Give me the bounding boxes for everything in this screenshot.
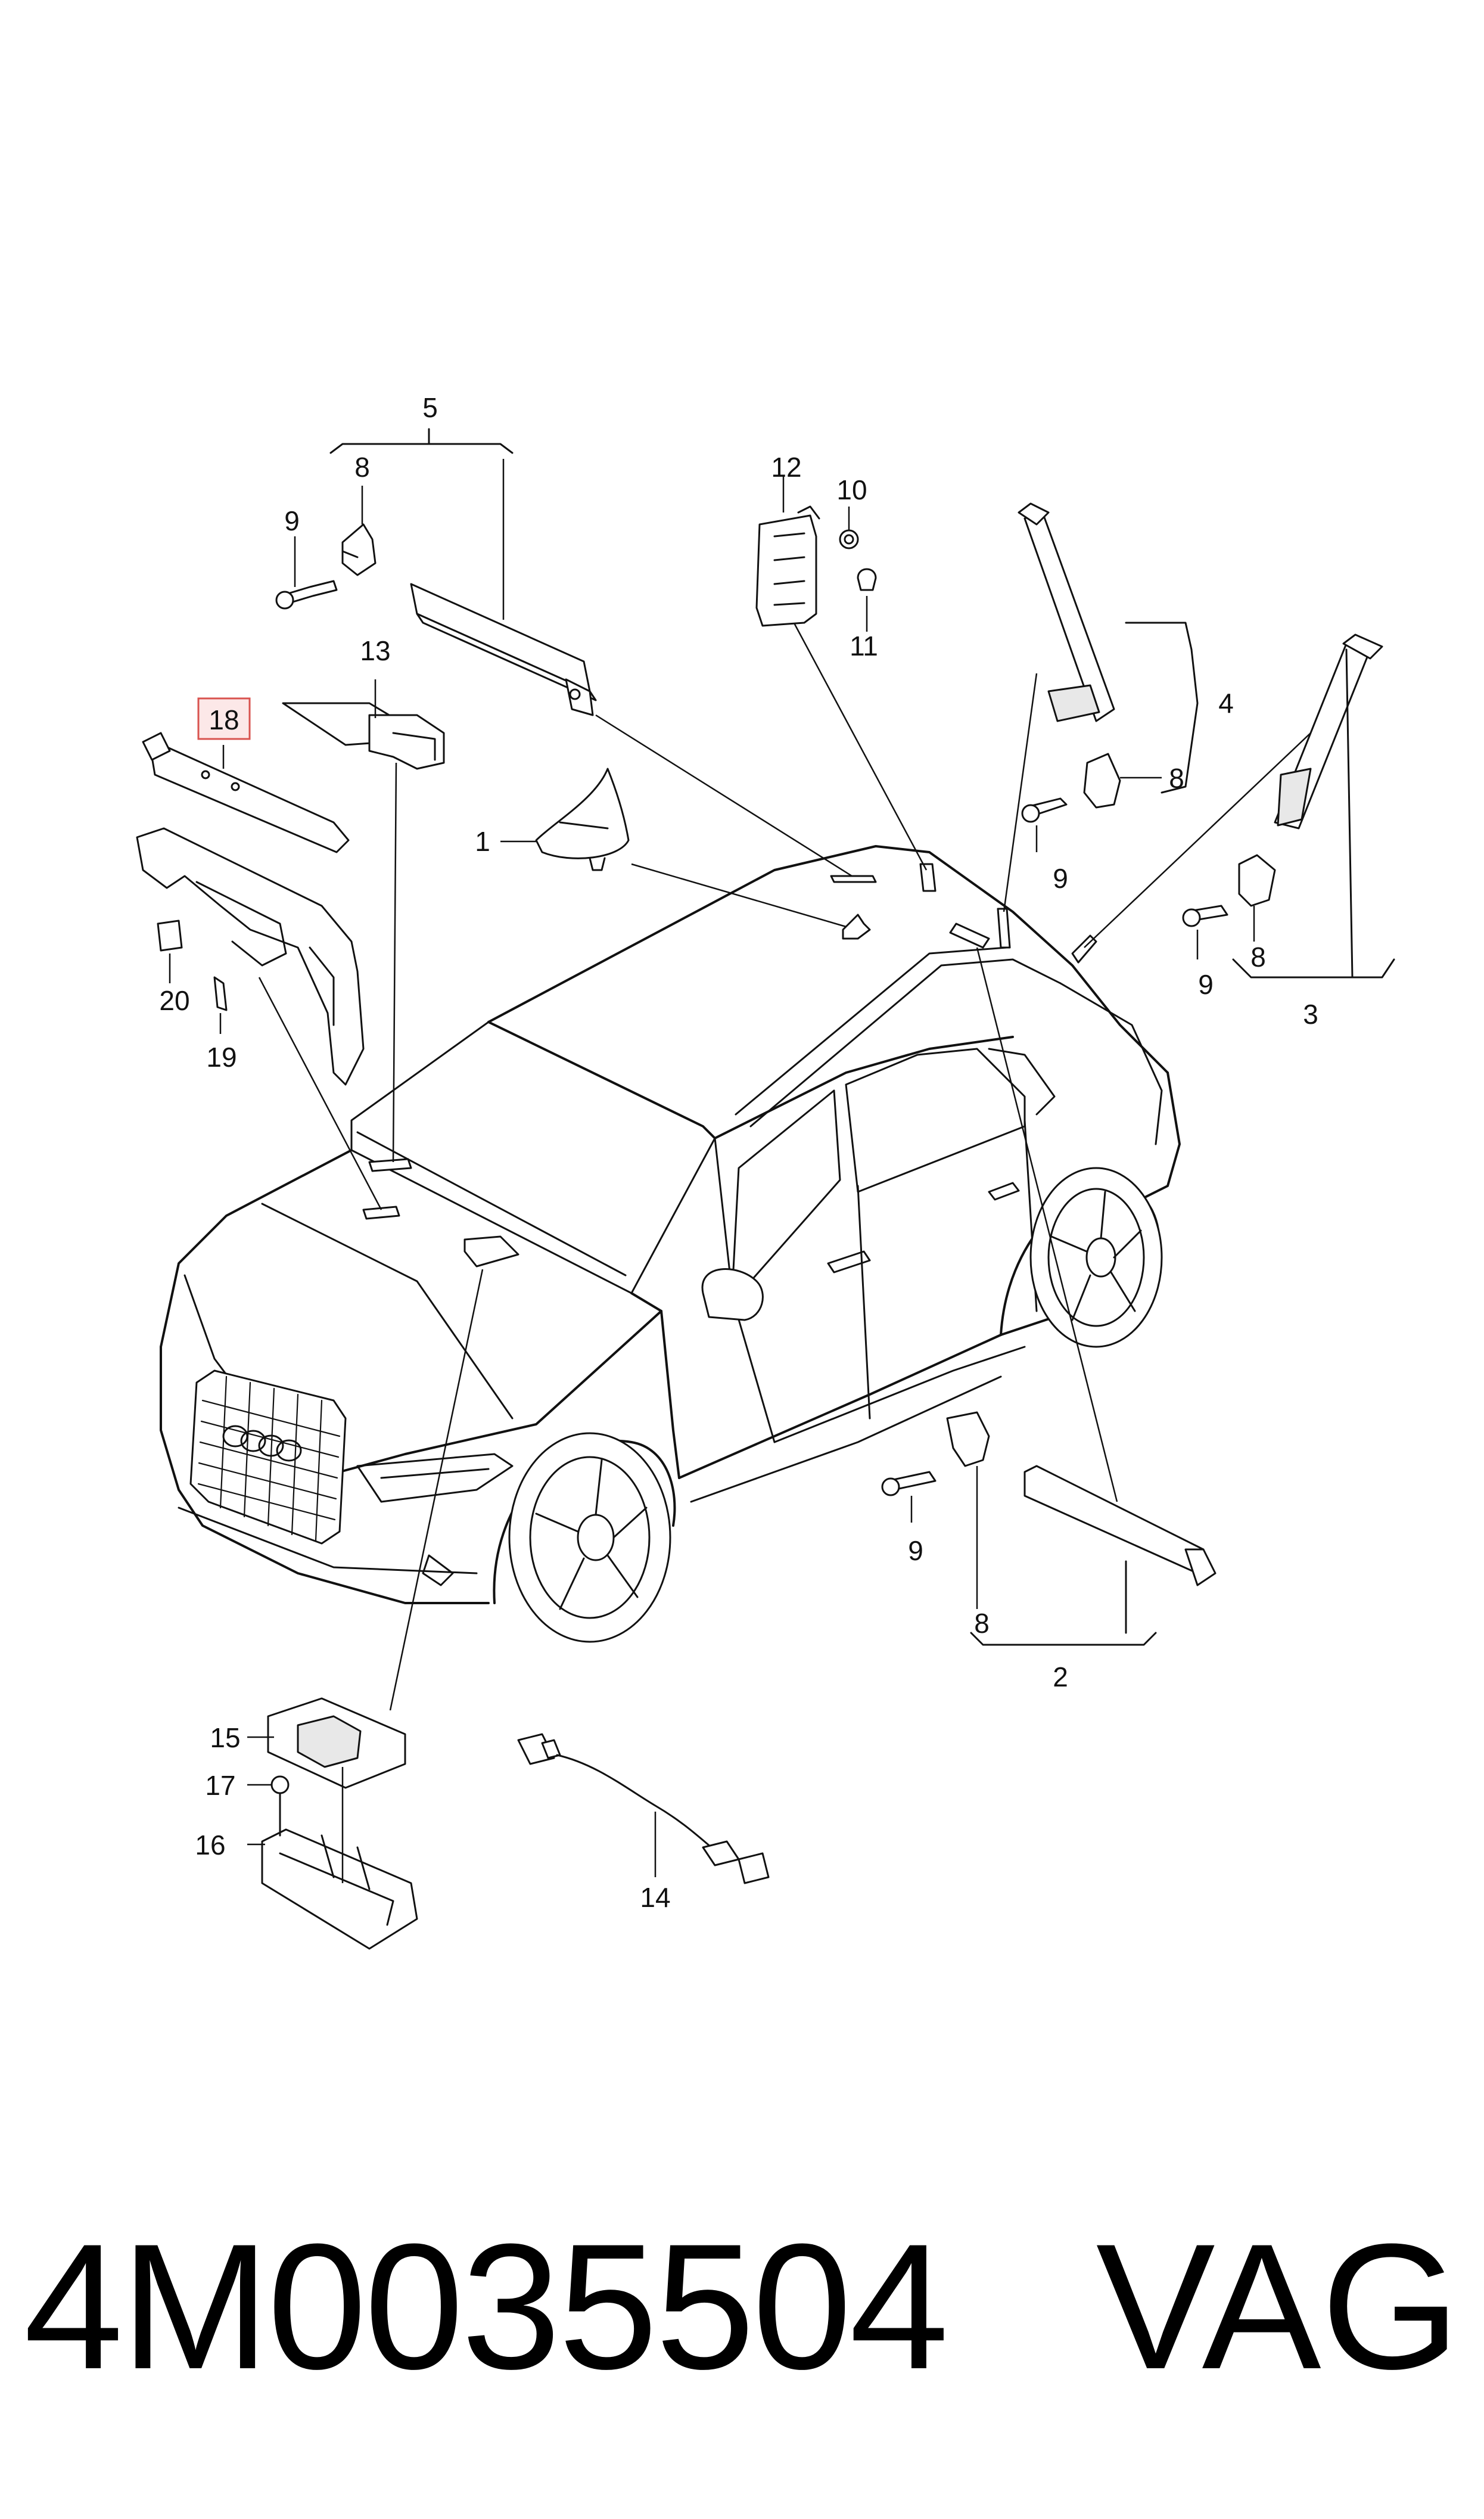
callout-2: 2	[1053, 1661, 1068, 1692]
part-2-antenna	[881, 1411, 1217, 1646]
callout-9-mid: 9	[1053, 863, 1068, 894]
callout-8-right: 8	[1250, 942, 1266, 973]
callout-14: 14	[640, 1882, 670, 1913]
callout-16: 16	[195, 1830, 225, 1860]
callout-5: 5	[422, 392, 438, 423]
callout-18-highlight	[197, 697, 251, 740]
callout-13: 13	[360, 635, 390, 666]
callout-11: 11	[850, 630, 878, 661]
brand-label: VAG	[1096, 2206, 1460, 2406]
callout-12: 12	[771, 452, 801, 483]
callout-10: 10	[836, 474, 867, 505]
footer: 4M0035504 VAG	[0, 2205, 1484, 2461]
callout-9-right: 9	[1198, 969, 1214, 1000]
leader-lines	[258, 619, 1311, 1711]
part-1-roof-antenna	[500, 768, 630, 871]
part-5-antenna-bar	[275, 428, 597, 716]
callout-9-bottom: 9	[908, 1535, 923, 1566]
part-number: 4M0035504	[24, 2206, 949, 2406]
part-13-module	[282, 679, 445, 770]
callout-9-top: 9	[284, 505, 300, 536]
callout-8-mid: 8	[1169, 763, 1184, 794]
callout-4: 4	[1218, 688, 1234, 719]
vehicle-illustration	[160, 845, 1181, 1643]
callout-20: 20	[159, 985, 189, 1016]
callout-19: 19	[206, 1042, 237, 1073]
part-3-antenna	[1182, 633, 1395, 979]
callout-labels: 1 2 3 4 5 8 8 8 8 9 9 9 9 10 11 12 13 14…	[159, 392, 1318, 1913]
part-12-bracket	[755, 477, 877, 632]
part-14-cable	[517, 1733, 770, 1884]
callout-1: 1	[475, 826, 490, 857]
part-18-antenna-module	[142, 732, 350, 853]
callout-8-bottom: 8	[974, 1608, 990, 1639]
callout-15: 15	[210, 1722, 240, 1753]
callout-8-top: 8	[354, 452, 370, 483]
callout-18: 18	[209, 704, 239, 735]
part-19-20-bracket	[136, 827, 365, 1086]
callout-17: 17	[205, 1770, 235, 1801]
part-15-16-17-module	[247, 1697, 418, 1950]
part-4-antenna	[1018, 502, 1199, 852]
callout-3: 3	[1303, 999, 1318, 1030]
